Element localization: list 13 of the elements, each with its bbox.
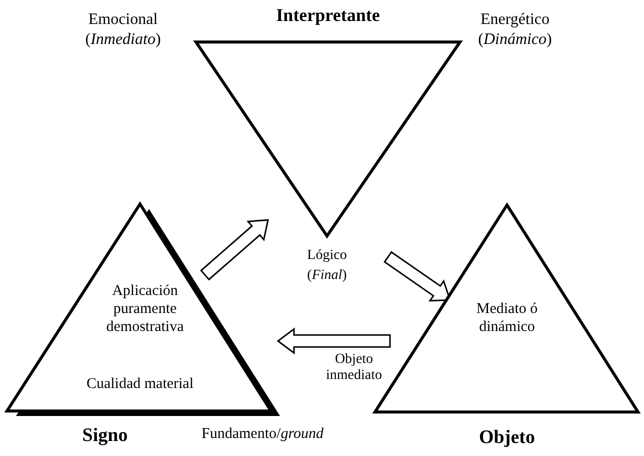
triangle-text: Cualidad material	[85, 375, 195, 394]
block-arrow	[200, 219, 269, 281]
corner-label: Energético (Dinámico)	[477, 10, 553, 50]
node-heading: Signo	[81, 424, 129, 448]
triangle-text: Mediato ó dinámico	[475, 300, 539, 336]
node-heading: Objeto	[478, 426, 536, 450]
node-heading: Interpretante	[275, 4, 381, 27]
corner-label: Emocional (Inmediato)	[84, 10, 162, 50]
triangle-text: Aplicación puramente demostrativa	[105, 282, 185, 336]
block-arrow	[384, 251, 452, 302]
corner-label: Fundamento/ground	[200, 425, 324, 444]
corner-label: Lógico (Final)	[306, 247, 348, 285]
block-arrow	[276, 328, 391, 354]
